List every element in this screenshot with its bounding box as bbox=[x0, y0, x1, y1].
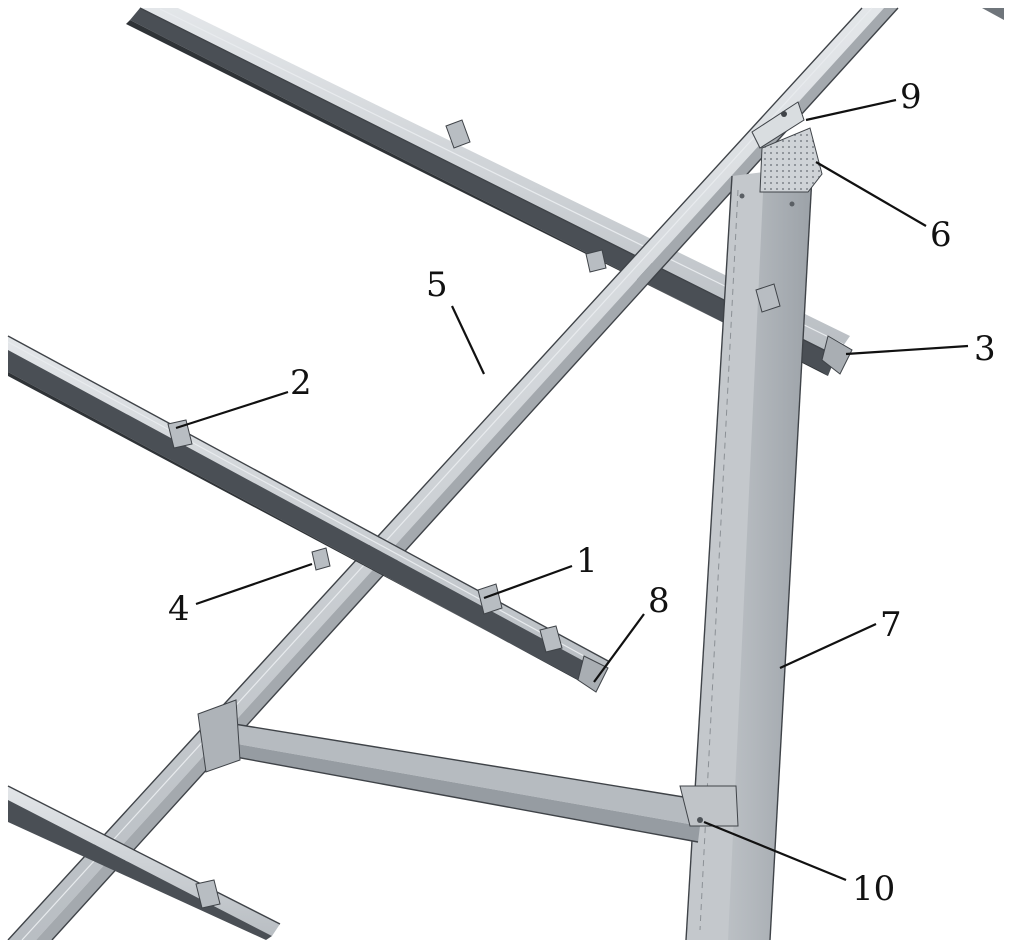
leader-1 bbox=[483, 564, 573, 600]
label-3: 3 bbox=[974, 329, 996, 369]
label-8: 8 bbox=[648, 581, 670, 621]
leader-3 bbox=[845, 344, 969, 356]
brace bbox=[197, 699, 739, 843]
label-7: 7 bbox=[880, 605, 902, 645]
leader-4 bbox=[195, 562, 313, 606]
leader-9 bbox=[805, 98, 897, 122]
label-10: 10 bbox=[852, 869, 895, 909]
leader-2 bbox=[175, 390, 289, 430]
leader-lines bbox=[175, 98, 969, 882]
rail-fragment bbox=[982, 8, 1004, 20]
label-4: 4 bbox=[168, 589, 190, 629]
leader-6 bbox=[815, 161, 927, 227]
leader-7 bbox=[779, 623, 877, 669]
label-6: 6 bbox=[930, 215, 952, 255]
labels: 9 6 3 5 2 1 4 8 7 10 bbox=[168, 77, 996, 909]
rail-1-2 bbox=[7, 335, 611, 693]
label-2: 2 bbox=[290, 363, 312, 403]
clamps bbox=[167, 119, 781, 909]
rail-3 bbox=[126, 7, 853, 376]
leader-10 bbox=[703, 820, 847, 882]
label-1: 1 bbox=[576, 541, 598, 581]
label-9: 9 bbox=[900, 77, 922, 117]
bracket-6-9 bbox=[751, 101, 823, 193]
leader-8 bbox=[593, 613, 645, 683]
label-5: 5 bbox=[426, 265, 448, 305]
leader-5 bbox=[451, 305, 485, 375]
